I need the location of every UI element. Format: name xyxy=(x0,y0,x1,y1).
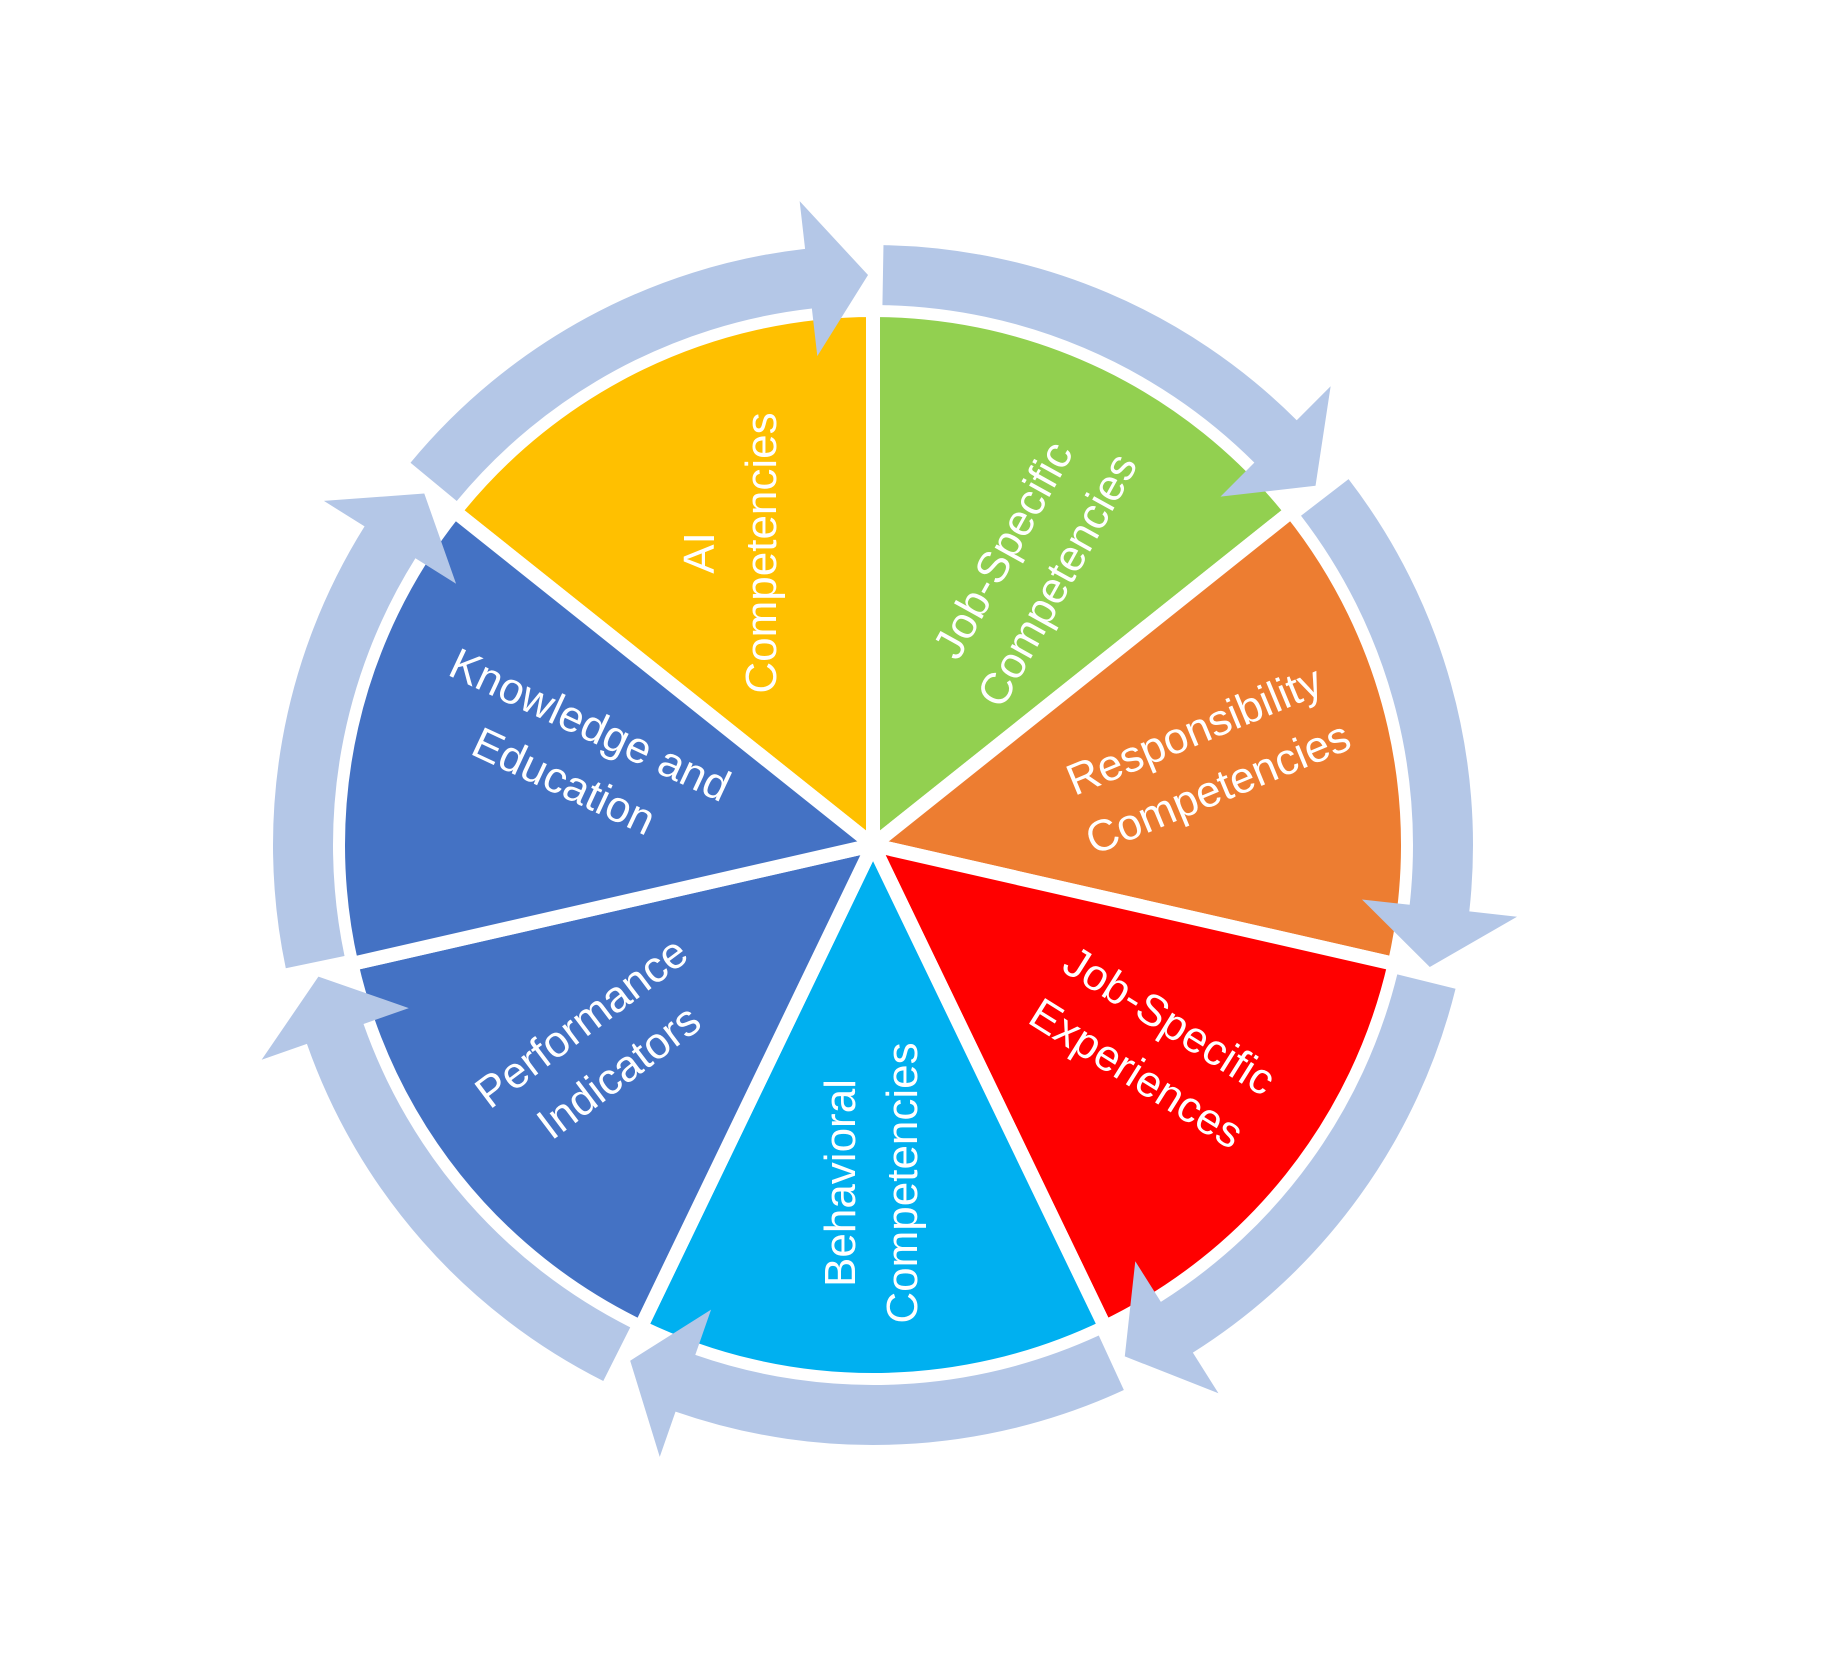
cycle-arrow-ai-competencies xyxy=(410,201,869,501)
cycle-arrow-job-specific-competencies xyxy=(882,245,1331,497)
cycle-arrow-responsibility-competencies xyxy=(1301,479,1518,967)
label-behavioral-competencies: Behavioral Competencies xyxy=(816,1042,927,1323)
cycle-arrow-knowledge-and-education xyxy=(273,493,457,969)
label-line: Competencies xyxy=(878,1042,927,1323)
label-line: Behavioral xyxy=(816,1079,865,1287)
label-line: Competencies xyxy=(737,412,786,693)
label-line: AI xyxy=(675,532,724,574)
cycle-arrow-performance-indicators xyxy=(261,976,631,1381)
cycle-arrow-behavioral-competencies xyxy=(630,1309,1124,1457)
cycle-arrow-job-specific-experiences xyxy=(1124,974,1456,1394)
label-ai-competencies: AI Competencies xyxy=(675,412,786,693)
